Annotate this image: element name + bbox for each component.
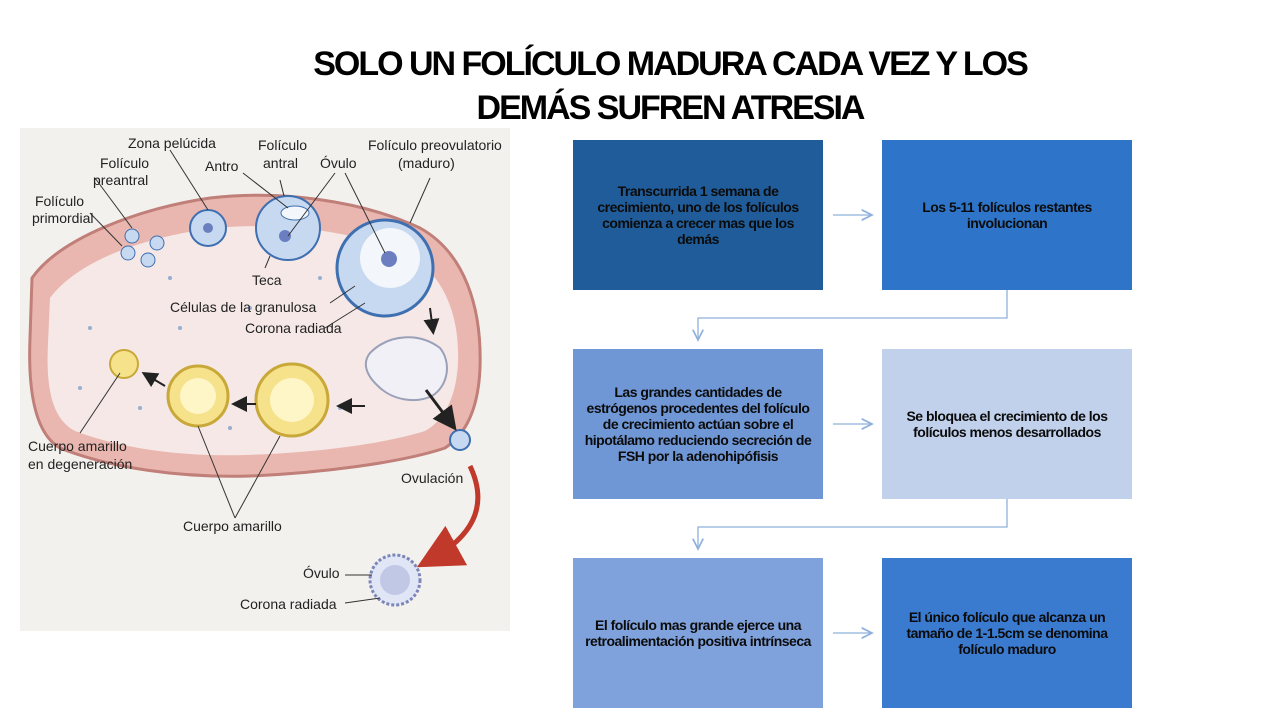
flow-box-4-text: Se bloquea el crecimiento de los folícul… (906, 408, 1108, 440)
label-ovulo-top: Óvulo (320, 155, 357, 171)
label-preovulatorio-1: Folículo preovulatorio (368, 137, 502, 153)
flow-box-3: Las grandes cantidades de estrógenos pro… (573, 349, 823, 499)
flow-box-6-text: El único folículo que alcanza un tamaño … (906, 609, 1108, 657)
primordial-follicles (120, 228, 165, 268)
label-foliculo-antral-2: antral (263, 155, 298, 171)
flow-box-5: El folículo mas grande ejerce una retroa… (573, 558, 823, 708)
label-foliculo-preantral-1: Folículo (100, 155, 149, 171)
flow-box-6: El único folículo que alcanza un tamaño … (882, 558, 1132, 708)
ovum-with-corona (368, 553, 422, 607)
label-granulosa: Células de la granulosa (170, 299, 317, 315)
label-corona-radiada-top: Corona radiada (245, 320, 342, 336)
label-ovulacion: Ovulación (401, 470, 463, 486)
corpus-luteum-group (109, 349, 330, 438)
label-antro: Antro (205, 158, 239, 174)
label-corona-radiada-bottom: Corona radiada (240, 596, 337, 612)
label-teca: Teca (252, 272, 282, 288)
label-cuerpo-amarillo-deg-1: Cuerpo amarillo (28, 438, 127, 454)
label-cuerpo-amarillo-deg-2: en degeneración (28, 456, 132, 472)
label-foliculo-primordial-2: primordial (32, 210, 93, 226)
flow-box-2-text: Los 5-11 folículos restantes involuciona… (922, 199, 1092, 231)
released-ovum (449, 429, 471, 451)
slide-title: SOLO UN FOLÍCULO MADURA CADA VEZ Y LOS D… (160, 42, 1180, 130)
ovary-diagram: Zona pelúcida Folículo preantral Folícul… (28, 135, 502, 612)
slide-title-line1: SOLO UN FOLÍCULO MADURA CADA VEZ Y LOS (313, 45, 1029, 83)
slide-title-line2: DEMÁS SUFREN ATRESIA (476, 89, 866, 127)
label-foliculo-preantral-2: preantral (93, 172, 148, 188)
label-foliculo-primordial-1: Folículo (35, 193, 84, 209)
label-cuerpo-amarillo: Cuerpo amarillo (183, 518, 282, 534)
ovarian-cycle-illustration: Zona pelúcida Folículo preantral Folícul… (20, 128, 510, 631)
flow-box-2: Los 5-11 folículos restantes involuciona… (882, 140, 1132, 290)
flow-box-3-text: Las grandes cantidades de estrógenos pro… (584, 384, 812, 464)
connector-4-5 (698, 499, 1008, 549)
connector-2-3 (698, 290, 1008, 340)
label-ovulo-bottom: Óvulo (303, 565, 340, 581)
flow-box-1-text: Transcurrida 1 semana de crecimiento, un… (597, 183, 799, 247)
label-zona-pelucida: Zona pelúcida (128, 135, 216, 151)
flow-box-4: Se bloquea el crecimiento de los folícul… (882, 349, 1132, 499)
flow-box-1: Transcurrida 1 semana de crecimiento, un… (573, 140, 823, 290)
label-preovulatorio-2: (maduro) (398, 155, 455, 171)
leader-lines (79, 149, 431, 604)
flow-box-5-text: El folículo mas grande ejerce una retroa… (585, 617, 811, 649)
label-foliculo-antral-1: Folículo (258, 137, 307, 153)
